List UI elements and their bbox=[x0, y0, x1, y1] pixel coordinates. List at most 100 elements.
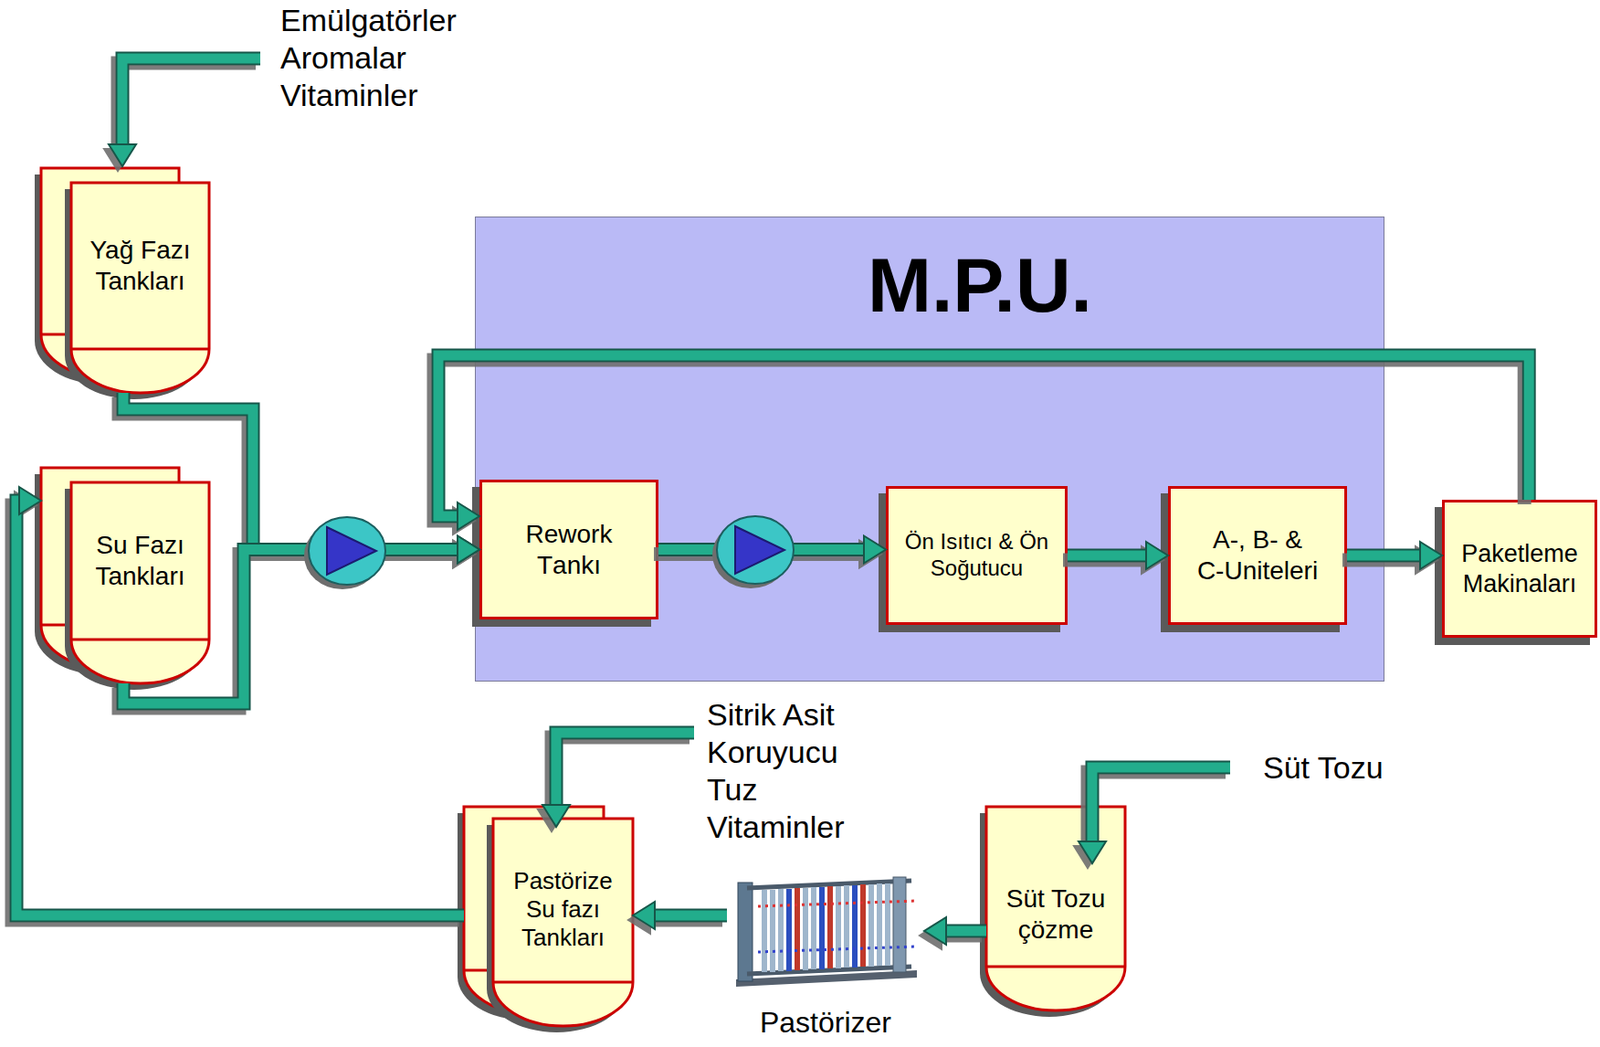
flow-arrow bbox=[658, 536, 886, 564]
process-box: Paketleme Makinaları bbox=[1442, 499, 1598, 638]
exchanger-base bbox=[736, 969, 917, 987]
tank-seam bbox=[493, 980, 633, 984]
ingredient-label: Koruyucu bbox=[706, 733, 839, 771]
arrow-outline bbox=[123, 392, 460, 550]
pump-body bbox=[716, 515, 794, 584]
arrow-outline bbox=[123, 549, 460, 705]
arrow-outline bbox=[944, 924, 987, 938]
ingredient-label: Emülgatörler bbox=[280, 1, 457, 40]
arrow-head bbox=[924, 916, 947, 945]
node-label: Süt Tozu çözme bbox=[993, 883, 1118, 945]
plate bbox=[868, 884, 874, 967]
plate bbox=[786, 888, 792, 971]
arrow-head bbox=[542, 804, 570, 827]
arrow-head bbox=[632, 901, 655, 929]
input-arrow bbox=[556, 732, 695, 807]
tank-body bbox=[493, 818, 633, 1026]
plate bbox=[794, 887, 800, 970]
process-box: Rework Tankı bbox=[479, 479, 659, 620]
arrow-shaft bbox=[16, 500, 464, 916]
ingredient-label: Vitaminler bbox=[280, 76, 419, 115]
plate bbox=[884, 883, 891, 966]
node-label: Paketleme Makinaları bbox=[1455, 538, 1584, 599]
tank-body bbox=[71, 482, 210, 684]
plate bbox=[819, 886, 825, 969]
input-arrow bbox=[556, 732, 695, 807]
arrow-shaft bbox=[123, 392, 460, 550]
pump-symbol bbox=[304, 516, 386, 590]
storage-tank: Yağ Fazı Tankları bbox=[41, 168, 210, 393]
label-holder: Tuz bbox=[706, 770, 758, 809]
rail bbox=[747, 880, 912, 888]
pasteurizer: Pastörizer bbox=[726, 872, 925, 1040]
arrow-shaft bbox=[438, 355, 1529, 516]
arrow-head bbox=[863, 536, 886, 564]
pump-triangle bbox=[326, 526, 377, 575]
arrow-shaft bbox=[652, 910, 727, 921]
arrow-head bbox=[457, 502, 480, 530]
plate bbox=[876, 883, 883, 966]
ingredient-label: Vitaminler bbox=[706, 808, 845, 846]
arrow-shaft bbox=[1067, 550, 1148, 561]
tank-seam bbox=[71, 638, 210, 642]
arrow-head bbox=[1420, 541, 1443, 569]
arrow-outline bbox=[1067, 548, 1148, 563]
arrow-outline bbox=[658, 542, 866, 557]
flow-arrow bbox=[632, 901, 727, 929]
flow-arrow bbox=[1347, 541, 1443, 569]
pump-shadow bbox=[712, 520, 790, 589]
plate bbox=[761, 889, 768, 972]
plate bbox=[827, 885, 833, 969]
input-arrow bbox=[1092, 767, 1231, 843]
flow-arrow bbox=[924, 916, 987, 945]
tank-seam bbox=[71, 347, 210, 351]
arrow-outline bbox=[438, 355, 1529, 516]
plate bbox=[835, 885, 842, 969]
flow-arrow bbox=[123, 392, 480, 564]
plate-heat-exchanger bbox=[736, 876, 917, 987]
arrow-outline bbox=[1347, 548, 1422, 563]
storage-tank: Su Fazı Tankları bbox=[41, 467, 210, 684]
label-holder: Vitaminler bbox=[706, 808, 845, 846]
pump-triangle bbox=[735, 526, 785, 574]
node-label: Su Fazı Tankları bbox=[78, 529, 202, 591]
arrow-head bbox=[1078, 841, 1106, 864]
flow-dots bbox=[757, 946, 917, 952]
node-label: Pastörize Su fazı Tankları bbox=[500, 866, 626, 953]
arrow-head bbox=[108, 144, 137, 167]
pump-symbol bbox=[712, 515, 794, 589]
tank-seam bbox=[986, 965, 1126, 969]
arrow-head bbox=[19, 486, 42, 515]
flow-arrow bbox=[123, 536, 480, 705]
node-label: Yağ Fazı Tankları bbox=[78, 234, 202, 296]
label-holder: Vitaminler bbox=[280, 76, 419, 115]
arrow-shaft bbox=[123, 549, 460, 705]
label-holder: Sitrik Asit bbox=[706, 695, 835, 734]
end-plate bbox=[737, 882, 753, 981]
tank-body bbox=[71, 182, 210, 393]
node-label: Pastörizer bbox=[759, 1004, 892, 1040]
arrow-shaft bbox=[944, 926, 987, 937]
ingredient-label: Aromalar bbox=[280, 39, 407, 77]
rail bbox=[747, 966, 912, 974]
pump-shadow bbox=[304, 521, 381, 590]
connectors bbox=[16, 355, 1529, 945]
region-title: M.P.U. bbox=[526, 241, 1434, 330]
storage-tank: Pastörize Su fazı Tankları bbox=[463, 806, 633, 1026]
plate bbox=[769, 889, 776, 972]
flow-arrow bbox=[438, 355, 1529, 530]
process-box: Ön Isıtıcı & Ön Soğutucu bbox=[885, 485, 1068, 625]
arrow-head bbox=[457, 536, 480, 564]
plate bbox=[852, 884, 858, 968]
arrow-head bbox=[1146, 541, 1169, 569]
flow-dots bbox=[757, 900, 917, 906]
end-plate bbox=[893, 876, 906, 972]
ingredient-label: Süt Tozu bbox=[1263, 748, 1384, 787]
arrow-head bbox=[457, 536, 480, 564]
label-holder: Koruyucu bbox=[706, 733, 839, 771]
input-arrow bbox=[1092, 767, 1231, 843]
